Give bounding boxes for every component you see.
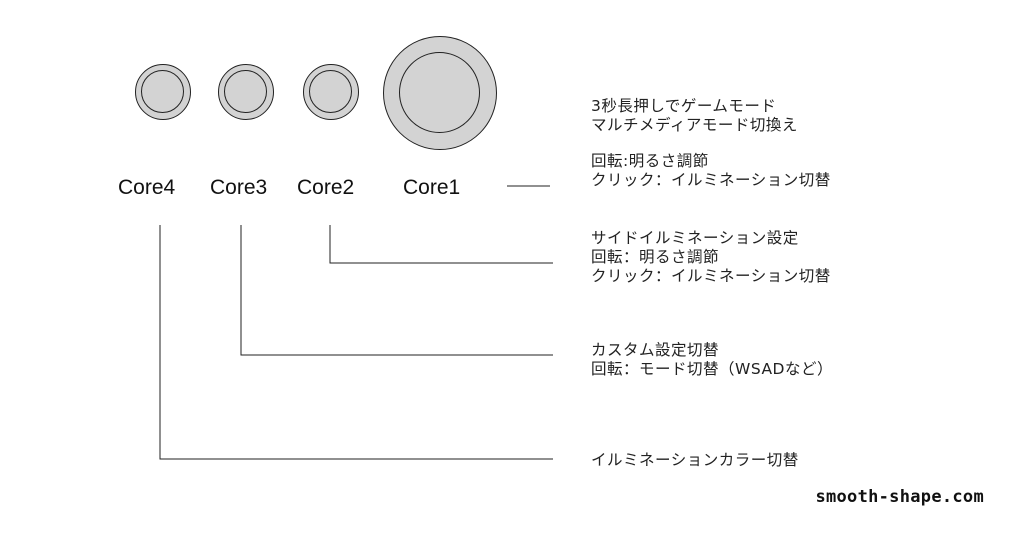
core1-desc-line: 3秒長押しでゲームモード	[591, 97, 777, 115]
core1-desc-line: 回転:明るさ調節	[591, 152, 709, 170]
core4-knob	[135, 64, 191, 120]
core4-connector	[159, 225, 553, 460]
core2-connector	[329, 225, 553, 264]
core3-description: カスタム設定切替 回転：モード切替（WSADなど）	[591, 341, 833, 379]
core2-label: Core2	[297, 176, 355, 199]
core4-desc-line: イルミネーションカラー切替	[591, 451, 799, 469]
core1-desc-line: クリック：イルミネーション切替	[591, 171, 831, 189]
core1-description: 3秒長押しでゲームモード マルチメディアモード切換え	[591, 97, 798, 135]
core1-description-2: 回転:明るさ調節 クリック：イルミネーション切替	[591, 152, 831, 190]
core3-desc-line: カスタム設定切替	[591, 341, 720, 359]
core2-desc-line: 回転：明るさ調節	[591, 248, 720, 266]
core2-knob	[303, 64, 359, 120]
core4-description: イルミネーションカラー切替	[591, 451, 799, 470]
core3-connector	[240, 225, 553, 356]
core1-label: Core1	[403, 176, 461, 199]
core3-label: Core3	[210, 176, 268, 199]
core2-desc-line: クリック：イルミネーション切替	[591, 267, 831, 285]
brand-watermark: smooth-shape.com	[815, 487, 984, 507]
core4-label: Core4	[118, 176, 176, 199]
core2-description: サイドイルミネーション設定 回転：明るさ調節 クリック：イルミネーション切替	[591, 229, 831, 286]
core1-knob	[383, 36, 497, 150]
core1-desc-line: マルチメディアモード切換え	[591, 116, 798, 134]
core2-desc-line: サイドイルミネーション設定	[591, 229, 799, 247]
core3-knob	[218, 64, 274, 120]
core3-desc-line: 回転：モード切替（WSADなど）	[591, 360, 833, 378]
